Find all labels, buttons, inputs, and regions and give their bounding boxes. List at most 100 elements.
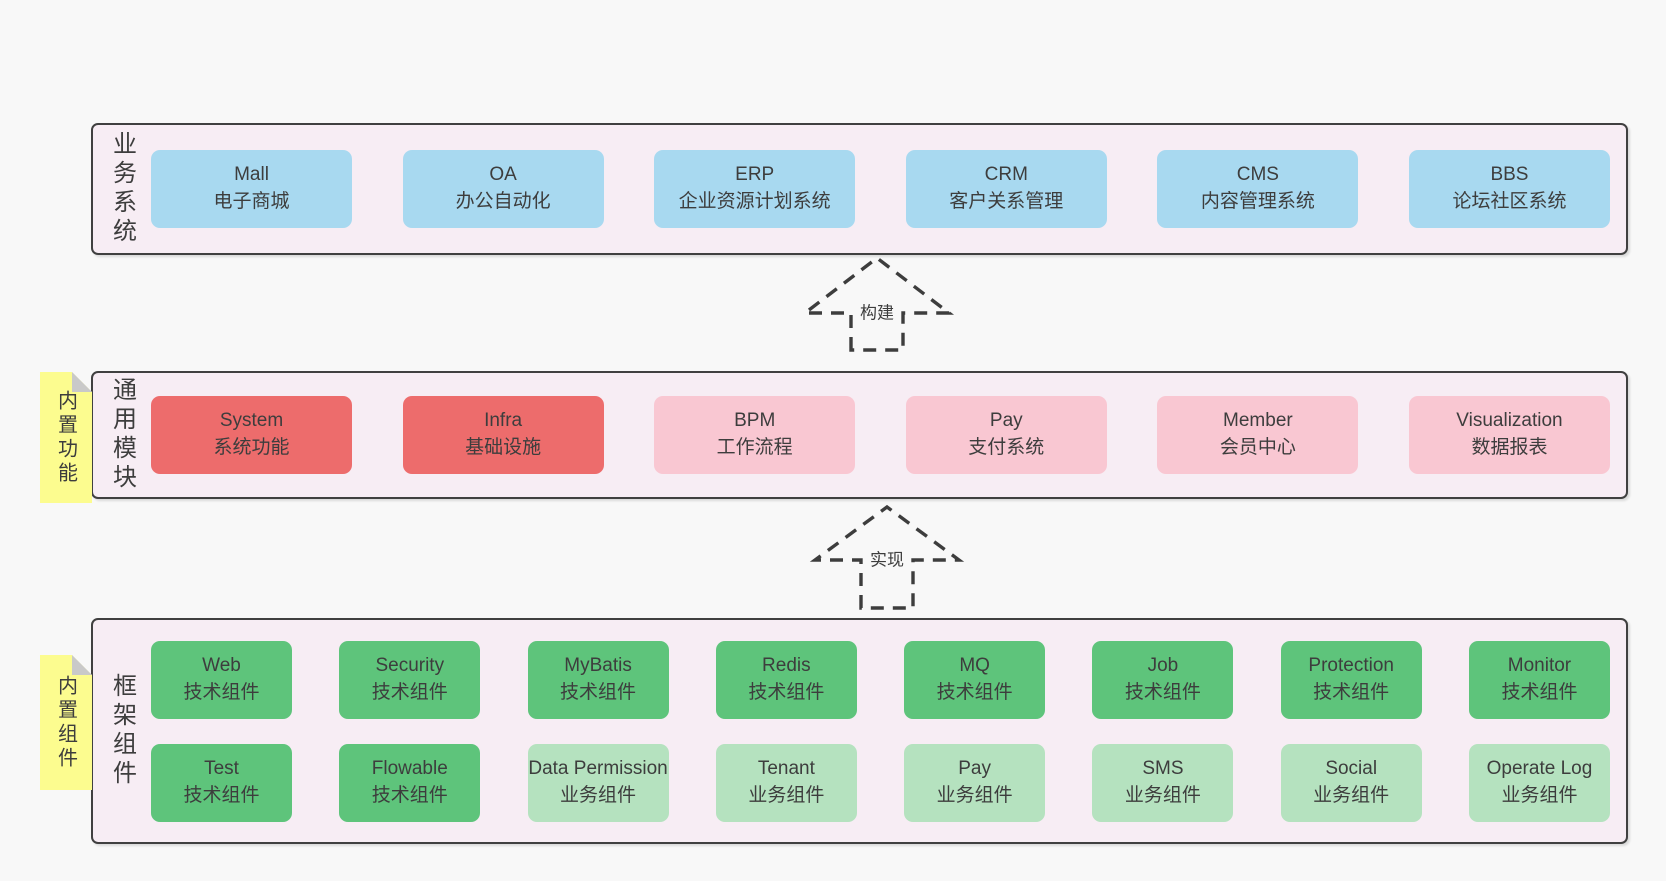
box-subtitle: 客户关系管理: [949, 191, 1064, 212]
box-title: Operate Log: [1486, 757, 1593, 779]
box-title: Job: [1147, 654, 1179, 676]
box-title: Flowable: [371, 757, 448, 779]
box-flowable: Flowable 技术组件: [339, 743, 481, 822]
box-title: BPM: [734, 410, 776, 432]
box-subtitle: 工作流程: [716, 437, 793, 458]
box-title: Social: [1325, 757, 1378, 779]
box-title: Tenant: [757, 757, 815, 779]
box-row: Web 技术组件 Security 技术组件 MyBatis 技术组件 Redi…: [151, 640, 1610, 719]
box-title: SMS: [1142, 757, 1184, 779]
section-framework-components: 框架组件 Web 技术组件 Security 技术组件 MyBatis 技术组件…: [91, 618, 1628, 844]
box-subtitle: 支付系统: [968, 437, 1045, 458]
box-title: Infra: [484, 410, 523, 432]
box-title: Test: [204, 757, 239, 779]
box-security: Security 技术组件: [339, 640, 481, 719]
box-title: System: [219, 410, 284, 432]
box-cms: CMS 内容管理系统: [1157, 150, 1359, 228]
box-subtitle: 技术组件: [560, 681, 637, 703]
box-subtitle: 技术组件: [748, 681, 825, 703]
box-subtitle: 技术组件: [183, 784, 260, 806]
arrow-implement-shape: [809, 504, 965, 610]
box-subtitle: 技术组件: [1313, 681, 1390, 703]
box-subtitle: 技术组件: [371, 681, 448, 703]
box-redis: Redis 技术组件: [715, 640, 857, 719]
box-subtitle: 论坛社区系统: [1452, 191, 1567, 212]
box-title: Web: [202, 654, 241, 676]
sticky-note-built-in-features: 内置功能: [40, 372, 92, 503]
box-subtitle: 技术组件: [183, 681, 260, 703]
box-bpm: BPM 工作流程: [654, 396, 856, 474]
box-title: Mall: [234, 164, 269, 186]
note-fold-corner-icon: [72, 372, 92, 392]
box-system: System 系统功能: [151, 396, 352, 474]
box-infra: Infra 基础设施: [402, 396, 604, 474]
box-job: Job 技术组件: [1092, 640, 1234, 719]
box-row: System 系统功能 Infra 基础设施 BPM 工作流程 Pay 支付系统…: [151, 396, 1610, 474]
box-row: Mall 电子商城 OA 办公自动化 ERP 企业资源计划系统 CRM 客户关系…: [151, 150, 1610, 228]
section-label-business-systems: 业务系统: [108, 131, 136, 247]
box-title: MQ: [959, 654, 990, 676]
box-bbs: BBS 论坛社区系统: [1408, 150, 1610, 228]
box-subtitle: 内容管理系统: [1200, 191, 1315, 212]
arrow-implement-label: 实现: [868, 544, 906, 572]
section-label-framework-components: 框架组件: [108, 673, 136, 789]
common-modules-boxes: System 系统功能 Infra 基础设施 BPM 工作流程 Pay 支付系统…: [151, 373, 1626, 497]
box-mq: MQ 技术组件: [904, 640, 1046, 719]
box-data-permission: Data Permission 业务组件: [527, 743, 669, 822]
box-visualization: Visualization 数据报表: [1408, 396, 1610, 474]
arrow-build: 构建: [795, 250, 959, 356]
section-common-modules: 通用模块 System 系统功能 Infra 基础设施 BPM 工作流程 Pay…: [91, 371, 1628, 499]
sticky-note-built-in-components: 内置组件: [40, 655, 92, 790]
box-subtitle: 业务组件: [1313, 784, 1390, 806]
box-title: Pay: [989, 410, 1023, 432]
box-title: MyBatis: [564, 654, 632, 676]
box-title: Monitor: [1507, 654, 1572, 676]
box-test: Test 技术组件: [151, 743, 292, 822]
arrow-build-shape: [799, 255, 955, 352]
box-subtitle: 数据报表: [1471, 437, 1548, 458]
box-title: Data Permission: [528, 757, 668, 779]
box-subtitle: 基础设施: [465, 437, 542, 458]
box-title: CMS: [1236, 164, 1279, 186]
arrow-implement: 实现: [805, 498, 969, 612]
box-mybatis: MyBatis 技术组件: [527, 640, 669, 719]
box-monitor: Monitor 技术组件: [1468, 640, 1610, 719]
note-fold-corner-icon: [72, 655, 92, 675]
box-subtitle: 业务组件: [936, 784, 1013, 806]
box-mall: Mall 电子商城: [151, 150, 352, 228]
box-web: Web 技术组件: [151, 640, 292, 719]
framework-components-boxes: Web 技术组件 Security 技术组件 MyBatis 技术组件 Redi…: [151, 620, 1626, 842]
box-title: Pay: [958, 757, 991, 779]
box-social: Social 业务组件: [1280, 743, 1422, 822]
box-title: OA: [489, 164, 517, 186]
section-business-systems: 业务系统 Mall 电子商城 OA 办公自动化 ERP 企业资源计划系统 CRM…: [91, 123, 1628, 255]
box-subtitle: 技术组件: [1501, 681, 1578, 703]
box-subtitle: 技术组件: [1124, 681, 1201, 703]
arrow-build-label: 构建: [858, 297, 896, 325]
box-title: Visualization: [1456, 410, 1563, 432]
box-title: Redis: [762, 654, 811, 676]
box-erp: ERP 企业资源计划系统: [654, 150, 856, 228]
box-subtitle: 业务组件: [748, 784, 825, 806]
box-subtitle: 技术组件: [936, 681, 1013, 703]
box-tenant: Tenant 业务组件: [715, 743, 857, 822]
sticky-note-built-in-features-text: 内置功能: [54, 389, 77, 486]
box-subtitle: 企业资源计划系统: [678, 191, 831, 212]
box-title: ERP: [735, 164, 775, 186]
box-pay: Pay 业务组件: [904, 743, 1046, 822]
box-sms: SMS 业务组件: [1092, 743, 1234, 822]
box-protection: Protection 技术组件: [1280, 640, 1422, 719]
box-crm: CRM 客户关系管理: [905, 150, 1107, 228]
box-subtitle: 业务组件: [1501, 784, 1578, 806]
box-title: Security: [375, 654, 445, 676]
sticky-note-built-in-components-text: 内置组件: [54, 674, 77, 771]
box-operate-log: Operate Log 业务组件: [1468, 743, 1610, 822]
business-systems-boxes: Mall 电子商城 OA 办公自动化 ERP 企业资源计划系统 CRM 客户关系…: [151, 125, 1626, 253]
box-pay: Pay 支付系统: [905, 396, 1107, 474]
box-title: CRM: [984, 164, 1028, 186]
box-subtitle: 业务组件: [1124, 784, 1201, 806]
box-member: Member 会员中心: [1157, 396, 1359, 474]
box-oa: OA 办公自动化: [402, 150, 604, 228]
box-row: Test 技术组件 Flowable 技术组件 Data Permission …: [151, 743, 1610, 822]
box-subtitle: 业务组件: [560, 784, 637, 806]
